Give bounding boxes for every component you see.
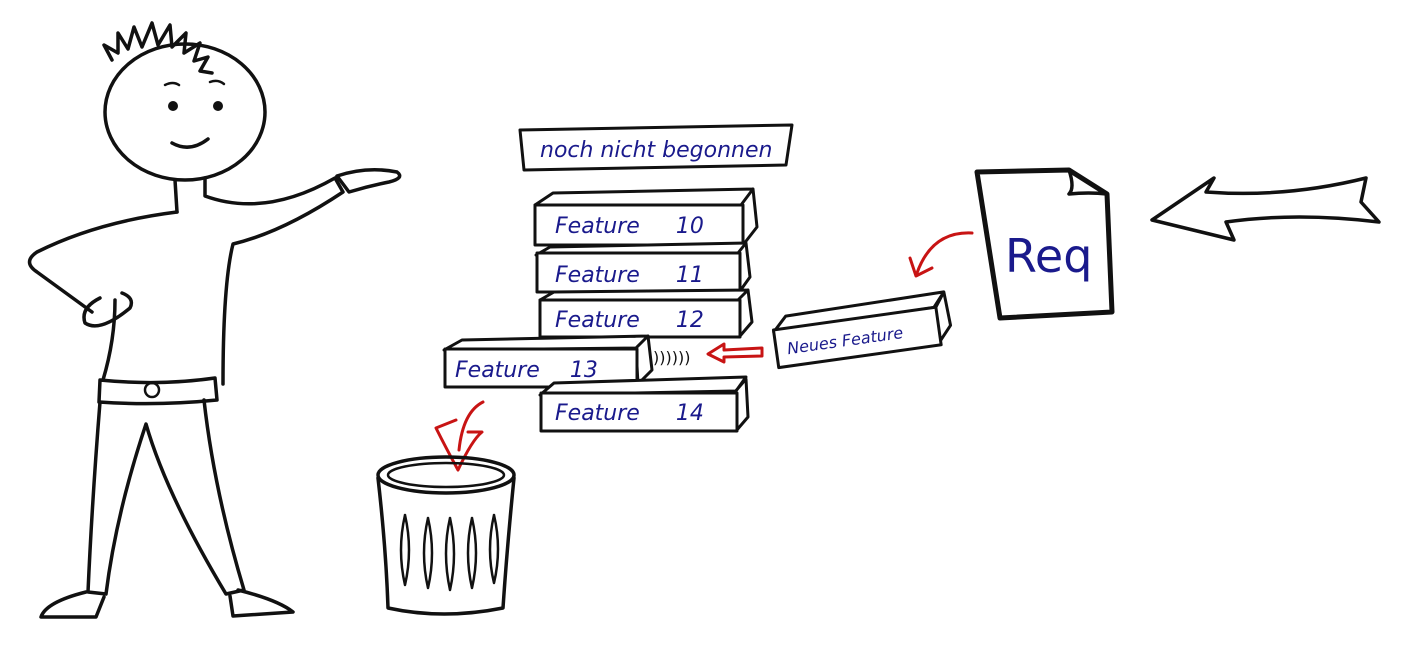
insert-arrow-icon <box>706 342 764 364</box>
belt-buckle <box>143 381 161 399</box>
feature-block-14: Feature 14 <box>538 375 750 433</box>
feature-name: Feature <box>555 401 640 426</box>
feature-name: Feature <box>455 358 540 383</box>
trash-can-icon <box>376 455 516 616</box>
feature-number: 14 <box>676 401 704 426</box>
shoes <box>39 588 295 619</box>
hand <box>335 168 402 194</box>
status-label-text: noch nicht begonnen <box>540 138 772 163</box>
feature-name: Feature <box>555 263 640 288</box>
gap-marks: )))))) <box>653 348 690 367</box>
requirement-document: Req <box>974 167 1115 321</box>
stick-figure-person <box>27 21 402 619</box>
requirement-label: Req <box>1005 229 1092 283</box>
feature-block-12: Feature 12 <box>538 288 754 339</box>
legs <box>86 398 246 596</box>
folded-corner <box>1067 168 1109 196</box>
feature-number: 13 <box>570 358 598 383</box>
feature-block-11: Feature 11 <box>534 241 752 294</box>
hair <box>102 21 214 75</box>
left-eye <box>168 101 178 111</box>
status-label-box: noch nicht begonnen <box>518 123 794 172</box>
feature-number: 10 <box>676 214 704 239</box>
req-to-feature-arrow-icon <box>908 231 974 278</box>
feature-name: Feature <box>555 214 640 239</box>
eyebrows <box>163 79 226 87</box>
neck-and-arm <box>173 176 345 386</box>
feature-block-13-removed: Feature 13 <box>442 334 654 389</box>
feature-name: Feature <box>555 308 640 333</box>
feature-number: 12 <box>676 308 704 333</box>
new-feature-block: Neues Feature <box>771 290 953 370</box>
smile <box>170 137 210 149</box>
head <box>103 42 267 182</box>
incoming-arrow-icon <box>1150 176 1381 242</box>
feature-number: 11 <box>676 263 704 288</box>
feature-block-10: Feature 10 <box>533 187 759 247</box>
belt <box>97 376 219 406</box>
hip-arm <box>27 210 179 382</box>
discard-arrow-icon <box>434 400 485 472</box>
right-eye <box>213 101 223 111</box>
